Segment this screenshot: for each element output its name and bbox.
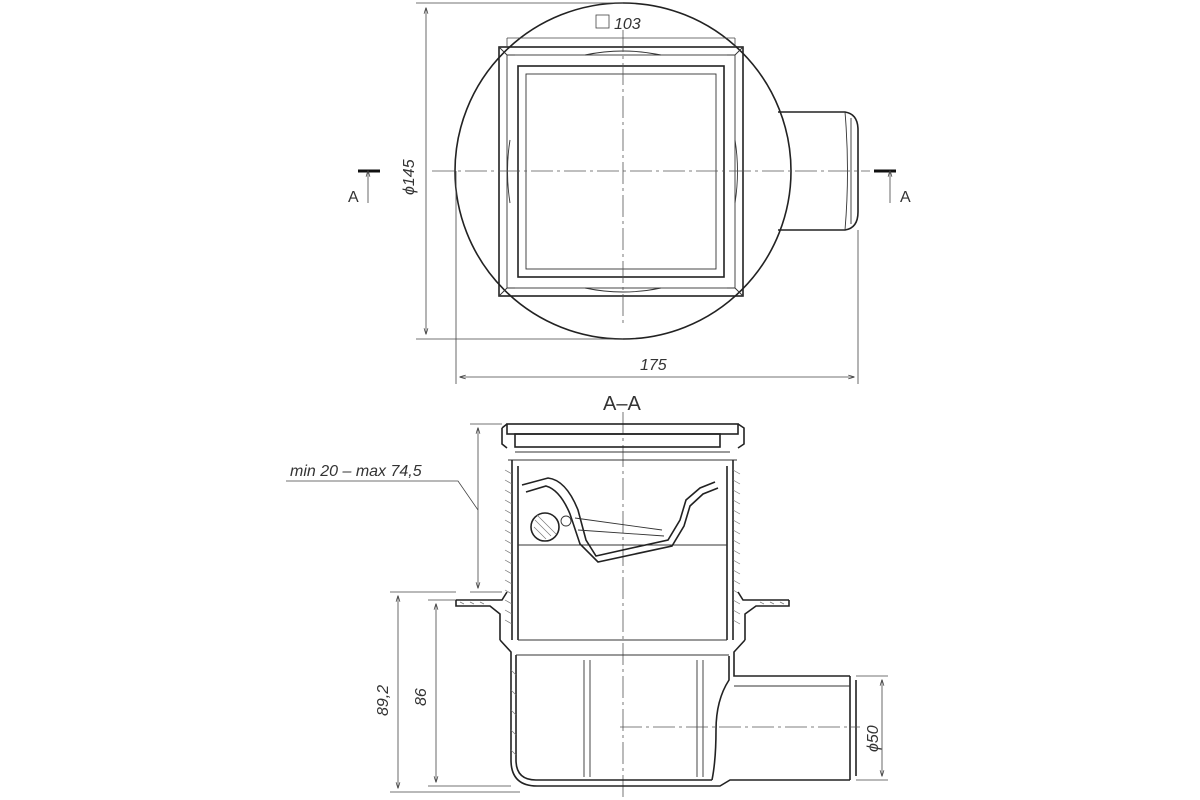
- diameter-label: ϕ145: [401, 159, 418, 195]
- section-view: A–A: [286, 393, 888, 800]
- outlet-spigot: [778, 111, 859, 231]
- grate-size-label: 103: [614, 16, 641, 33]
- outlet-diameter-label: ϕ50: [865, 725, 882, 752]
- flange: [455, 591, 790, 640]
- height-inner-label: 86: [413, 688, 430, 706]
- grate-size-dimension: 103: [506, 14, 736, 47]
- section-marker-right: A: [874, 169, 911, 206]
- grate-frame-outer: [498, 46, 744, 297]
- adjust-range-label: min 20 – max 74,5: [290, 463, 422, 480]
- height-total-label: 89,2: [375, 685, 392, 716]
- trap-flap: [521, 477, 719, 563]
- grate-section: [501, 423, 745, 461]
- width-label: 175: [640, 357, 667, 374]
- width-dimension: 175: [455, 171, 859, 384]
- lower-body: [499, 639, 860, 787]
- outlet-diameter-dimension: ϕ50: [856, 675, 888, 781]
- height-total-dimension: 89,2: [375, 591, 520, 793]
- section-title: A–A: [603, 393, 641, 415]
- height-inner-dimension: 86: [413, 599, 511, 787]
- adjust-range-dimension: min 20 – max 74,5: [286, 423, 502, 593]
- diameter-dimension: ϕ145: [401, 2, 623, 340]
- grate-plate: [517, 65, 725, 278]
- top-view: 103 ϕ145 175 A A: [348, 2, 911, 384]
- section-mark-right-label: A: [900, 189, 911, 206]
- section-mark-left-label: A: [348, 189, 359, 206]
- section-marker-left: A: [348, 169, 380, 206]
